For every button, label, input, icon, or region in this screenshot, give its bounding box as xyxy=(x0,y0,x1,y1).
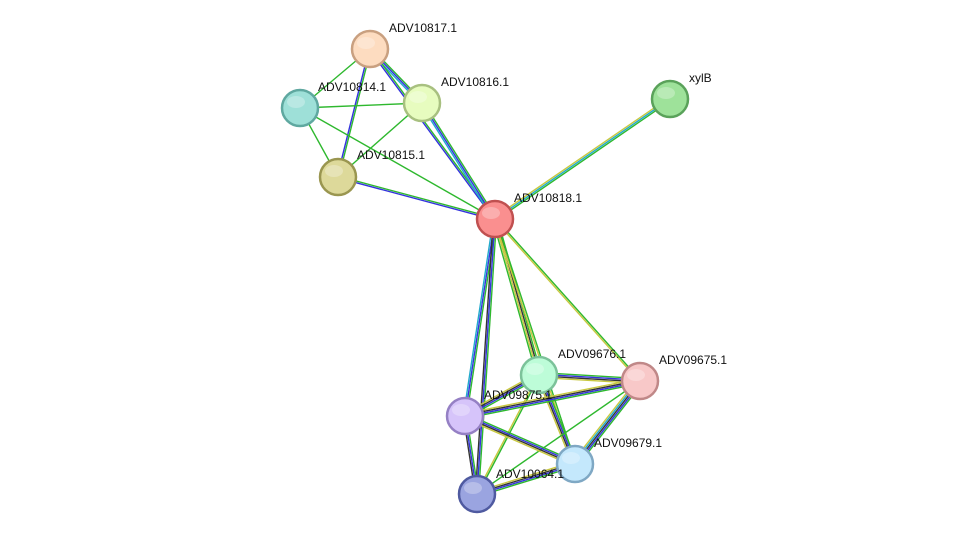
edge-line xyxy=(421,102,496,220)
edge-line xyxy=(464,416,575,466)
edge-line xyxy=(495,99,672,221)
node-label: ADV10814.1 xyxy=(318,80,386,94)
edge-line xyxy=(465,381,641,418)
edge-adv10814-1-adv10816-1 xyxy=(299,102,423,109)
node-circle[interactable] xyxy=(555,444,595,484)
edge-line xyxy=(494,98,671,220)
edge-line xyxy=(476,218,496,495)
edge-layer xyxy=(299,47,672,497)
node-adv09675-1[interactable]: ADV09675.1 xyxy=(620,353,727,401)
node-circle[interactable] xyxy=(318,157,358,197)
node-highlight xyxy=(325,165,343,177)
edge-line xyxy=(464,379,640,416)
node-adv10817-1[interactable]: ADV10817.1 xyxy=(350,21,457,69)
edge-line xyxy=(492,219,538,376)
edge-line xyxy=(493,219,539,376)
node-label: ADV09675.1 xyxy=(659,353,727,367)
node-highlight xyxy=(409,91,427,103)
node-highlight xyxy=(482,207,500,219)
edge-line xyxy=(338,175,496,219)
edge-line xyxy=(465,414,576,464)
node-adv10064-1[interactable]: ADV10064.1 xyxy=(457,467,564,514)
node-highlight xyxy=(657,87,675,99)
node-highlight xyxy=(287,96,305,108)
edge-line xyxy=(462,218,495,416)
node-label: xylB xyxy=(689,71,712,85)
edge-line xyxy=(336,48,370,177)
edge-line xyxy=(495,218,577,464)
edge-line xyxy=(464,377,640,415)
node-highlight xyxy=(357,37,375,49)
node-circle[interactable] xyxy=(457,474,497,514)
edge-adv09675-1-adv10064-1 xyxy=(476,380,641,495)
node-adv09679-1[interactable]: ADV09679.1 xyxy=(555,436,662,484)
edge-adv09875-1-adv09679-1 xyxy=(463,413,577,467)
edge-line xyxy=(474,218,495,494)
node-circle[interactable] xyxy=(620,361,660,401)
edge-line xyxy=(495,217,642,381)
edge-line xyxy=(476,380,641,495)
node-adv09875-1[interactable]: ADV09875.1 xyxy=(445,388,552,436)
node-label: ADV09875.1 xyxy=(484,388,552,402)
node-adv10818-1[interactable]: ADV10818.1 xyxy=(475,191,582,239)
edge-line xyxy=(465,413,577,463)
node-adv09676-1[interactable]: ADV09676.1 xyxy=(519,347,626,395)
edge-line xyxy=(338,49,372,178)
node-adv10816-1[interactable]: ADV10816.1 xyxy=(402,75,509,123)
node-circle[interactable] xyxy=(280,88,320,128)
node-highlight xyxy=(627,369,645,381)
node-label: ADV10064.1 xyxy=(496,467,564,481)
node-circle[interactable] xyxy=(350,29,390,69)
node-circle[interactable] xyxy=(475,199,515,239)
node-label: ADV10818.1 xyxy=(514,191,582,205)
edge-adv10816-1-adv10818-1 xyxy=(420,101,497,221)
edge-line xyxy=(420,103,495,221)
node-label: ADV10817.1 xyxy=(389,21,457,35)
edge-line xyxy=(422,101,497,219)
edge-line xyxy=(337,177,495,221)
node-adv10815-1[interactable]: ADV10815.1 xyxy=(318,148,425,197)
edge-adv10818-1-adv09675-1 xyxy=(493,217,642,383)
node-highlight xyxy=(526,363,544,375)
edge-line xyxy=(477,219,498,495)
node-circle[interactable] xyxy=(402,83,442,123)
edge-line xyxy=(493,219,640,383)
edge-line xyxy=(299,102,423,109)
edge-xylb-adv10818-1 xyxy=(493,97,672,221)
edge-line xyxy=(299,107,496,220)
edge-adv10817-1-adv10815-1 xyxy=(336,48,372,178)
edge-line xyxy=(368,49,495,220)
node-xylb[interactable]: xylB xyxy=(650,71,712,119)
node-highlight xyxy=(562,452,580,464)
edge-line xyxy=(464,218,496,417)
edge-line xyxy=(463,417,575,467)
node-circle[interactable] xyxy=(650,79,690,119)
node-circle[interactable] xyxy=(519,355,559,395)
edge-adv10815-1-adv10818-1 xyxy=(337,175,496,221)
node-highlight xyxy=(464,482,482,494)
edge-line xyxy=(493,97,670,219)
node-circle[interactable] xyxy=(445,396,485,436)
node-label: ADV10816.1 xyxy=(441,75,509,89)
node-label: ADV10815.1 xyxy=(357,148,425,162)
edge-adv09675-1-adv09875-1 xyxy=(464,377,641,420)
edge-adv10814-1-adv10818-1 xyxy=(299,107,496,220)
node-highlight xyxy=(452,404,470,416)
node-adv10814-1[interactable]: ADV10814.1 xyxy=(280,80,386,128)
edge-line xyxy=(465,382,641,420)
node-label: ADV09679.1 xyxy=(594,436,662,450)
edge-adv10818-1-adv10064-1 xyxy=(474,218,498,495)
node-label: ADV09676.1 xyxy=(558,347,626,361)
